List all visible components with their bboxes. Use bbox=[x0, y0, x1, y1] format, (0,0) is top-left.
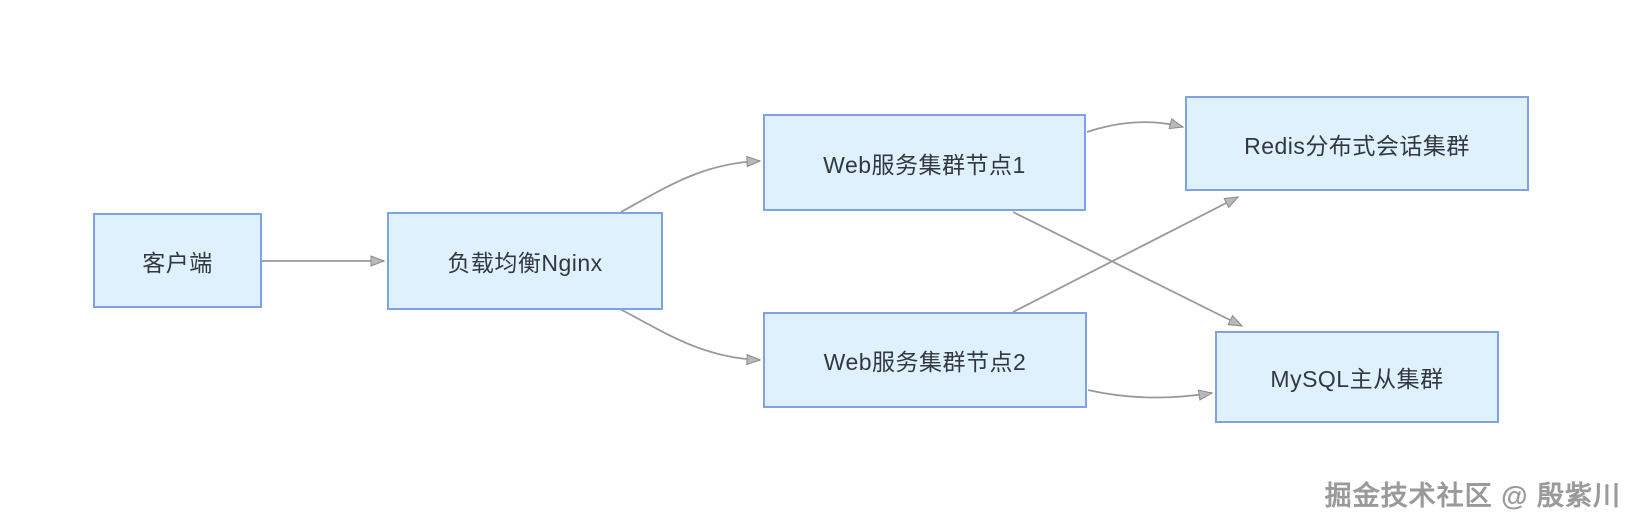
node-redis-session-cluster: Redis分布式会话集群 bbox=[1185, 96, 1529, 191]
watermark: 掘金技术社区 @ 殷紫川 bbox=[1325, 474, 1621, 513]
node-redis-label: Redis分布式会话集群 bbox=[1244, 132, 1470, 159]
node-web1-label: Web服务集群节点1 bbox=[823, 151, 1026, 178]
node-mysql-label: MySQL主从集群 bbox=[1270, 366, 1444, 392]
node-mysql-cluster: MySQL主从集群 bbox=[1215, 331, 1499, 423]
edge-web2-redis bbox=[1012, 196, 1240, 313]
edge-web2-mysql bbox=[1087, 389, 1214, 401]
node-client: 客户端 bbox=[93, 213, 262, 308]
node-client-label: 客户端 bbox=[142, 249, 213, 276]
edge-nginx-web1 bbox=[620, 155, 762, 213]
watermark-text: 掘金技术社区 @ 殷紫川 bbox=[1324, 481, 1621, 511]
node-web-cluster-2: Web服务集群节点2 bbox=[763, 312, 1087, 408]
node-nginx-label: 负载均衡Nginx bbox=[447, 250, 603, 276]
node-load-balancer-nginx: 负载均衡Nginx bbox=[387, 212, 663, 310]
edge-nginx-web2 bbox=[619, 308, 762, 366]
edge-web1-mysql bbox=[1012, 211, 1244, 327]
edge-web1-redis bbox=[1086, 118, 1185, 133]
node-web-cluster-1: Web服务集群节点1 bbox=[763, 114, 1086, 211]
node-web2-label: Web服务集群节点2 bbox=[823, 349, 1027, 375]
